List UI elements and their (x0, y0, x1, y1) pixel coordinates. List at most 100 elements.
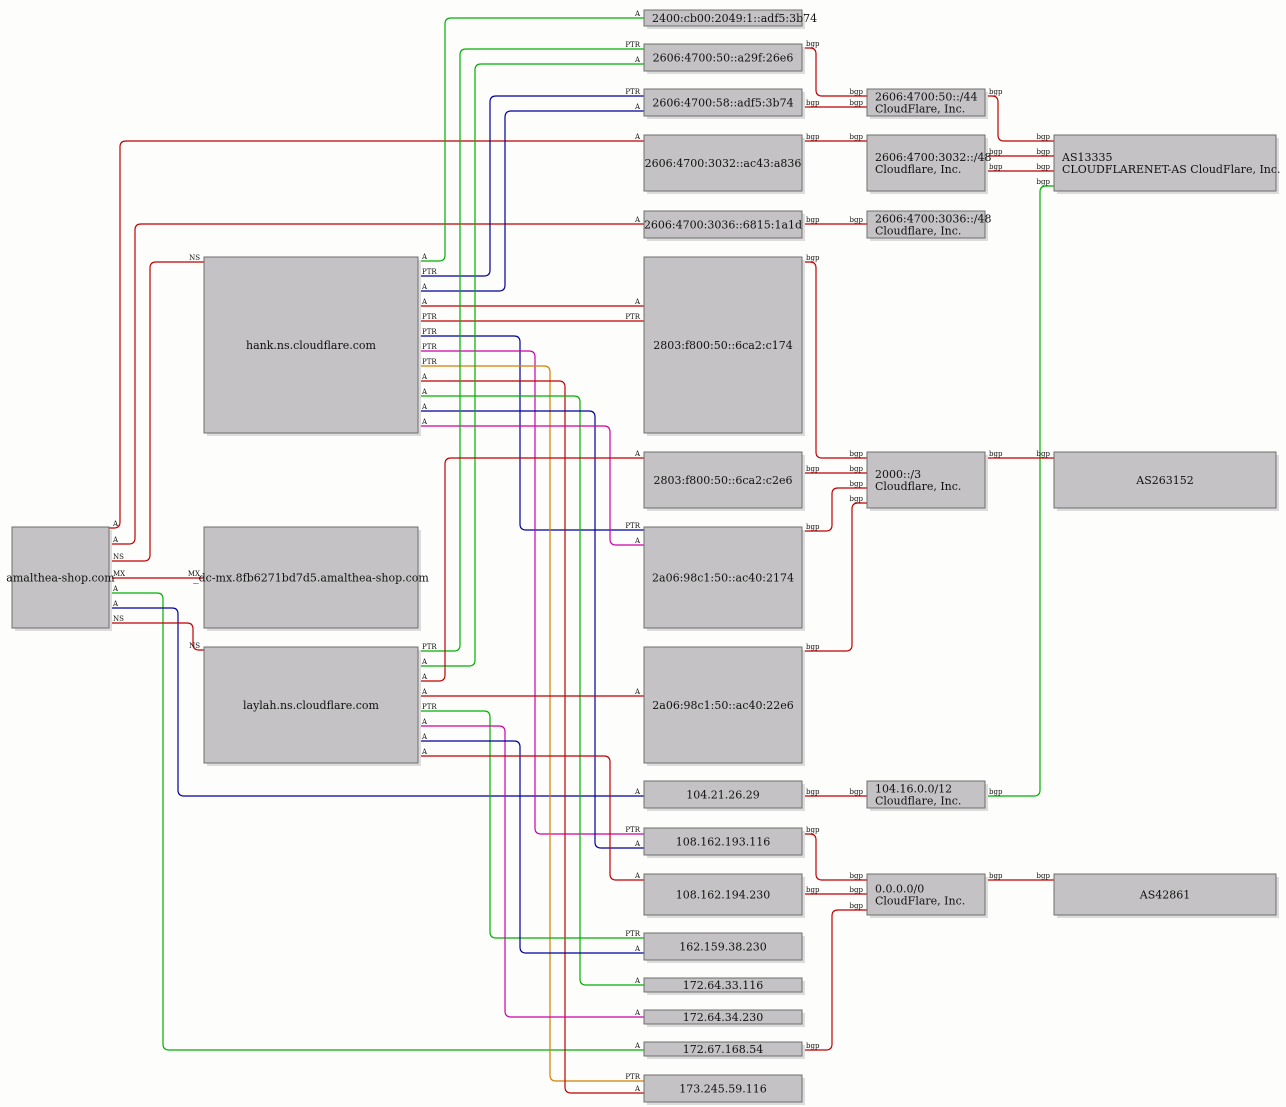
edge-label-source: NS (113, 553, 124, 561)
edge-label-target: A (634, 56, 641, 64)
node-box (643, 780, 803, 809)
node-box (1053, 134, 1277, 192)
edge-label-target: bgp (850, 886, 864, 894)
edge-line (109, 607, 644, 797)
edge-line (802, 502, 867, 652)
node-ip4h[interactable]: 173.245.59.116 (643, 1074, 805, 1105)
edge-label-target: A (634, 840, 641, 848)
edge-label-target: PTR (625, 88, 640, 96)
edge-hank-ip6h: AA (418, 418, 644, 546)
node-label: 162.159.38.230 (679, 941, 766, 954)
node-ip4e[interactable]: 172.64.33.116 (643, 977, 805, 995)
node-box (643, 1041, 803, 1057)
node-label: 108.162.194.230 (676, 889, 770, 902)
edge-line (418, 95, 644, 277)
edge-line (418, 335, 644, 531)
edge-label-target: A (634, 872, 641, 880)
node-laylah[interactable]: laylah.ns.cloudflare.com (203, 646, 421, 766)
node-ip6e[interactable]: 2606:4700:3036::6815:1a1d (643, 210, 805, 241)
edge-label-target: A (634, 688, 641, 696)
edge-line (418, 740, 644, 954)
edge-label-source: PTR (422, 313, 437, 321)
node-label: 2606:4700:3036::/48 (875, 213, 992, 226)
edge-line (418, 710, 644, 939)
node-box (203, 526, 419, 629)
node-label: AS13335 (1061, 151, 1112, 164)
node-box (643, 43, 803, 72)
node-ip6a[interactable]: 2400:cb00:2049:1::adf5:3b74 (643, 9, 817, 29)
node-ip6h[interactable]: 2a06:98c1:50::ac40:2174 (643, 526, 805, 631)
node-ip4b[interactable]: 108.162.193.116 (643, 827, 805, 858)
node-ip6c[interactable]: 2606:4700:58::adf5:3b74 (643, 88, 805, 119)
node-ip6f[interactable]: 2803:f800:50::6ca2:c174 (643, 256, 805, 436)
node-ip4c[interactable]: 108.162.194.230 (643, 873, 805, 918)
edge-line (418, 365, 644, 1082)
edge-line (418, 110, 644, 292)
edge-label-source: A (421, 253, 428, 261)
edge-label-source: bgp (806, 523, 820, 531)
edge-label-source: bgp (806, 465, 820, 473)
edge-label-source: bgp (806, 643, 820, 651)
node-box (643, 873, 803, 916)
node-hank[interactable]: hank.ns.cloudflare.com (203, 256, 421, 436)
node-label: 2606:4700:58::adf5:3b74 (652, 97, 793, 110)
edge-laylah-ip4f: AA (418, 718, 644, 1018)
node-ip4f[interactable]: 172.64.34.230 (643, 1009, 805, 1027)
edge-line (109, 592, 644, 1051)
node-ip4d[interactable]: 162.159.38.230 (643, 932, 805, 963)
edge-line (802, 833, 867, 881)
node-domain[interactable]: amalthea-shop.com (6, 526, 115, 631)
edge-label-target: A (634, 216, 641, 224)
node-label: AS263152 (1135, 474, 1193, 487)
node-box (866, 873, 986, 916)
node-box (866, 210, 986, 239)
node-ip6b[interactable]: 2606:4700:50::a29f:26e6 (643, 43, 805, 74)
edge-label-source: A (112, 585, 119, 593)
edge-label-target: A (634, 298, 641, 306)
node-ip4a[interactable]: 104.21.26.29 (643, 780, 805, 811)
node-box (643, 932, 803, 961)
node-label: 104.16.0.0/12 (875, 783, 952, 796)
edge-label-source: A (421, 658, 428, 666)
node-box (643, 256, 803, 434)
edge-ip6i-pfx4: bgp bgp (802, 495, 867, 652)
edge-label-target: bgp (1037, 133, 1051, 141)
edge-label-target: A (634, 1085, 641, 1093)
edge-label-source: bgp (806, 216, 820, 224)
edge-label-source: bgp (989, 450, 1003, 458)
node-label: laylah.ns.cloudflare.com (243, 699, 380, 712)
edge-label-target: PTR (625, 1073, 640, 1081)
node-label: 172.64.33.116 (683, 979, 763, 992)
edge-label-target: bgp (850, 480, 864, 488)
edge-laylah-ip6b: AA (418, 56, 644, 667)
edge-label-source: PTR (422, 328, 437, 336)
node-box (203, 646, 419, 764)
edge-label-target: A (634, 1042, 641, 1050)
edge-label-target: A (634, 788, 641, 796)
node-ip6g[interactable]: 2803:f800:50::6ca2:c2e6 (643, 451, 805, 511)
edge-label-target: MX (188, 570, 200, 578)
edge-hank-ip4h: AA (418, 373, 644, 1094)
node-ip6i[interactable]: 2a06:98c1:50::ac40:22e6 (643, 646, 805, 766)
edge-hank-ip4e: AA (418, 388, 644, 986)
node-as2[interactable]: AS263152 (1053, 451, 1279, 511)
node-as3[interactable]: AS42861 (1053, 873, 1279, 918)
node-ip4g[interactable]: 172.67.168.54 (643, 1041, 805, 1059)
node-dcmx[interactable]: _dc-mx.8fb6271bd7d5.amalthea-shop.com (193, 526, 429, 631)
edge-label-source: A (421, 418, 428, 426)
edge-label-target: A (634, 1009, 641, 1017)
node-label: 2606:4700:3036::6815:1a1d (644, 219, 802, 232)
node-ip6d[interactable]: 2606:4700:3032::ac43:a836 (643, 134, 805, 194)
